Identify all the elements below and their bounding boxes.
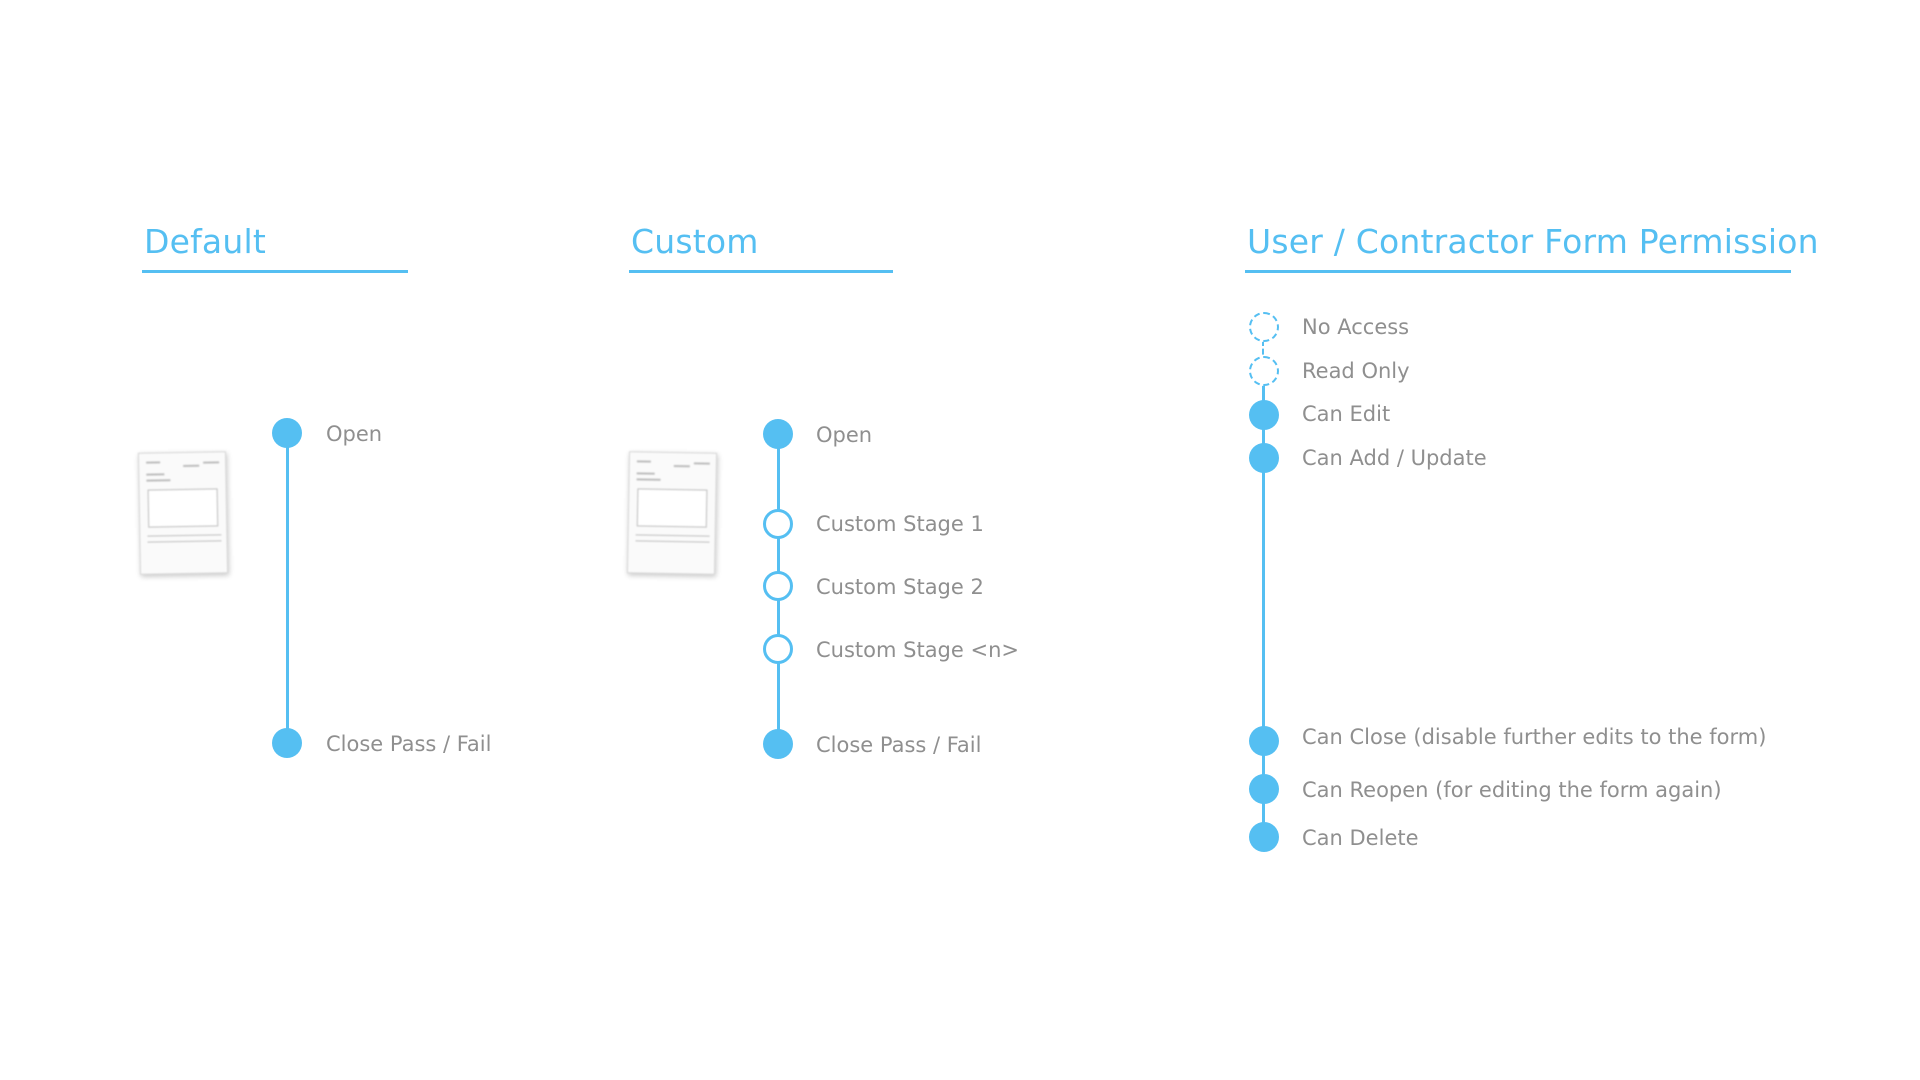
permission-can-add-update-node xyxy=(1249,443,1279,473)
permission-read-only-label: Read Only xyxy=(1302,359,1410,383)
permission-can-close-node xyxy=(1249,726,1279,756)
custom-close-label: Close Pass / Fail xyxy=(816,733,982,757)
custom-open-node xyxy=(763,419,793,449)
permission-heading-underline xyxy=(1245,270,1791,273)
custom-form-thumbnail xyxy=(626,451,718,575)
custom-heading-underline xyxy=(629,270,893,273)
permission-read-only-node xyxy=(1249,356,1279,386)
custom-stage-n-label: Custom Stage <n> xyxy=(816,638,1019,662)
permission-can-edit-node xyxy=(1249,400,1279,430)
default-heading: Default xyxy=(144,222,266,261)
permission-no-access-label: No Access xyxy=(1302,315,1410,339)
default-close-node xyxy=(272,728,302,758)
default-form-thumbnail xyxy=(137,451,229,575)
custom-stage-n-node xyxy=(763,634,793,664)
default-timeline-line xyxy=(286,434,289,744)
custom-close-node xyxy=(763,729,793,759)
permission-can-add-update-label: Can Add / Update xyxy=(1302,446,1487,470)
custom-stage-2-label: Custom Stage 2 xyxy=(816,575,984,599)
permission-heading: User / Contractor Form Permission xyxy=(1247,222,1819,261)
permission-can-edit-label: Can Edit xyxy=(1302,402,1391,426)
permission-can-close-label: Can Close (disable further edits to the … xyxy=(1302,725,1767,749)
custom-stage-2-node xyxy=(763,571,793,601)
default-heading-underline xyxy=(142,270,408,273)
custom-stage-1-label: Custom Stage 1 xyxy=(816,512,984,536)
permission-no-access-node xyxy=(1249,312,1279,342)
custom-stage-1-node xyxy=(763,509,793,539)
permission-can-reopen-label: Can Reopen (for editing the form again) xyxy=(1302,778,1722,802)
custom-heading: Custom xyxy=(631,222,759,261)
custom-open-label: Open xyxy=(816,423,873,447)
permission-can-delete-node xyxy=(1249,822,1279,852)
default-open-node xyxy=(272,418,302,448)
default-open-label: Open xyxy=(326,422,383,446)
permission-can-reopen-node xyxy=(1249,774,1279,804)
default-close-label: Close Pass / Fail xyxy=(326,732,492,756)
permission-can-delete-label: Can Delete xyxy=(1302,826,1419,850)
permission-timeline-line xyxy=(1262,385,1265,835)
